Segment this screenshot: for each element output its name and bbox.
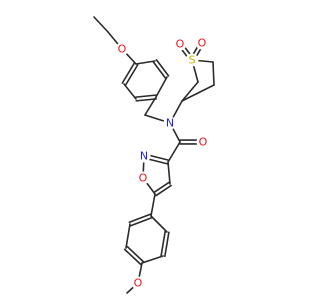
bond-line — [181, 81, 199, 102]
bond-line — [124, 64, 139, 86]
methoxy-oxygen-atom: O — [131, 276, 145, 290]
bond-line — [135, 94, 157, 98]
bond-line — [160, 230, 166, 257]
bond-line — [135, 60, 156, 65]
bond-line — [181, 84, 215, 102]
atom-label-background — [173, 37, 187, 51]
atom-label-background — [115, 42, 129, 56]
isoxazole-oxygen-atom: O — [136, 171, 150, 185]
atom-label: O — [176, 38, 185, 51]
atom-label-background — [137, 149, 151, 163]
atom-label: O — [134, 277, 143, 290]
bond-line — [152, 61, 167, 79]
bond-line — [150, 193, 156, 217]
bond-line — [153, 181, 170, 194]
atom-label-background — [196, 135, 210, 149]
atom-label: N — [166, 117, 174, 130]
atom-label-background — [131, 276, 145, 290]
atom-label-background — [136, 171, 150, 185]
sulfone-oxygen-atom: O — [173, 37, 187, 51]
bond-line — [126, 245, 145, 263]
amide-nitrogen-atom: N — [163, 116, 177, 130]
bond-line — [155, 184, 172, 197]
bond-line — [123, 248, 142, 266]
bond-line — [123, 83, 137, 100]
bond-line — [155, 59, 170, 77]
ethoxy-oxygen-atom: O — [115, 42, 129, 56]
bond-line — [125, 223, 131, 249]
atom-label: O — [118, 43, 127, 56]
bond-line — [129, 216, 153, 227]
bond-line — [121, 62, 136, 84]
atom-label-background — [185, 53, 199, 67]
bond-line — [150, 215, 168, 233]
atom-label: O — [139, 172, 148, 185]
carbonyl-oxygen-atom: O — [196, 135, 210, 149]
atom-label: S — [189, 54, 196, 67]
bond-line — [93, 16, 109, 33]
atom-label: N — [140, 150, 148, 163]
bond-line — [141, 255, 164, 264]
bond-line — [167, 161, 171, 185]
bond-line — [155, 76, 168, 98]
atom-label-background — [195, 36, 209, 50]
sulfone-oxygen-atom: O — [195, 36, 209, 50]
bond-line — [167, 141, 181, 163]
bond-line — [164, 231, 170, 258]
atom-label: O — [199, 136, 208, 149]
atom-label: O — [198, 37, 207, 50]
bond-line — [135, 98, 157, 102]
atom-label-background — [163, 116, 177, 130]
bond-line — [144, 96, 157, 116]
bond-line — [212, 61, 215, 86]
isoxazole-nitrogen-atom: N — [137, 149, 151, 163]
bond-line — [128, 213, 152, 224]
sulfone-sulfur-atom: S — [185, 53, 199, 67]
